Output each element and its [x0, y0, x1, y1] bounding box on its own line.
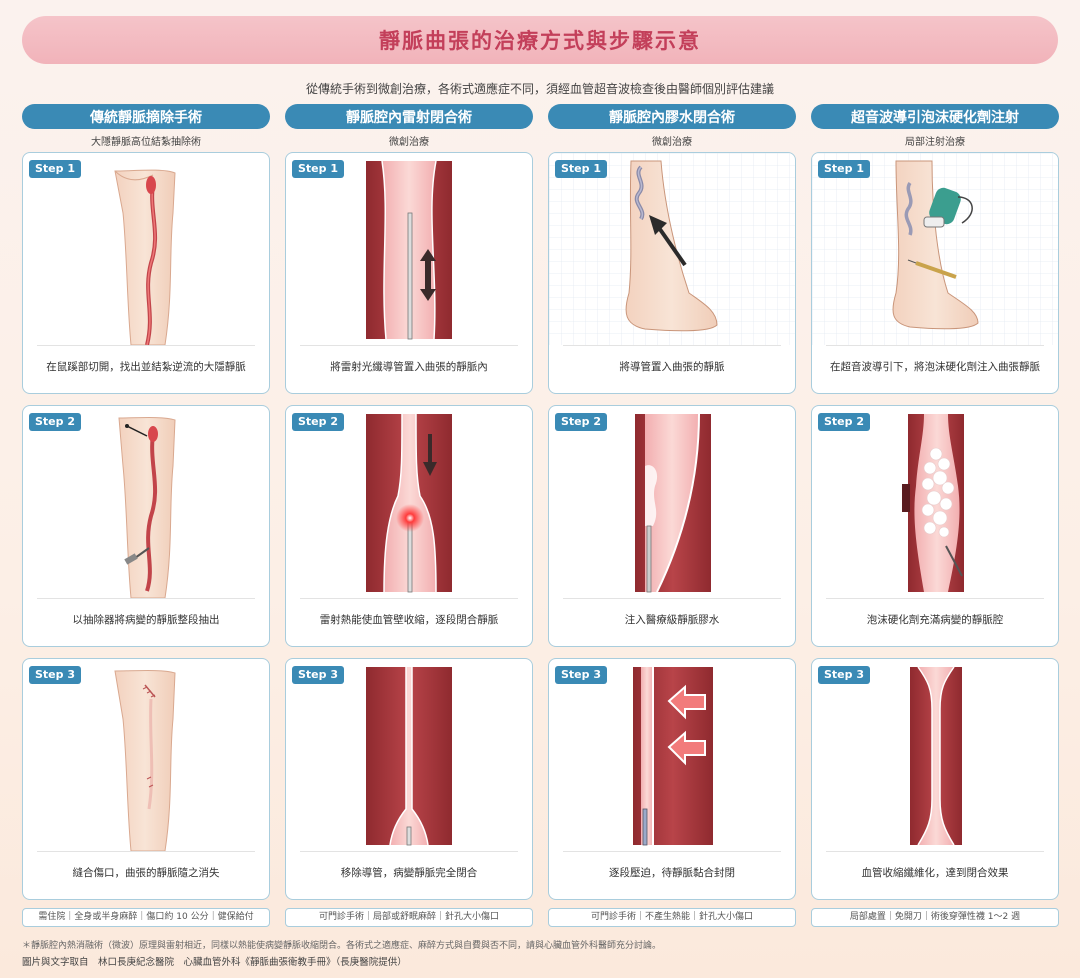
ultrasound-guided-injection-illustration	[812, 153, 1058, 345]
step-badge: Step 1	[29, 160, 81, 178]
step-badge: Step 3	[555, 666, 607, 684]
column-laser-closure: 靜脈腔內雷射閉合術 微創治療	[285, 104, 533, 148]
step-card: Step 1 在超音波導引下，將泡沫硬化劑注入曲張靜脈	[811, 152, 1059, 394]
step-badge: Step 3	[29, 666, 81, 684]
column-glue-closure: 靜脈腔內膠水閉合術 微創治療	[548, 104, 796, 148]
column-heading: 靜脈腔內膠水閉合術	[548, 104, 796, 129]
source-credit: 圖片與文字取自 林口長庚紀念醫院 心臟血管外科《靜脈曲張衛教手冊》（長庚醫院提供…	[22, 957, 407, 968]
column-footer-tag: 可門診手術｜不產生熱能｜針孔大小傷口	[548, 908, 796, 927]
catheter-insert-illustration	[549, 153, 795, 345]
step-card: Step 3 逐段壓迫，待靜脈黏合封閉	[548, 658, 796, 900]
step-card: Step 2 雷射熱能使血管壁收縮，逐段閉合靜脈	[285, 405, 533, 647]
column-subheading: 微創治療	[389, 137, 429, 148]
step-caption: 移除導管，病變靜脈完全閉合	[340, 867, 478, 879]
column-subheading: 微創治療	[652, 137, 692, 148]
step-badge: Step 1	[292, 160, 344, 178]
glue-injection-illustration	[635, 413, 711, 593]
closed-vein-illustration	[366, 667, 452, 846]
step-caption: 血管收縮纖維化，達到閉合效果	[861, 867, 1009, 879]
laser-fiber-insert-illustration	[366, 160, 452, 340]
title-banner: 靜脈曲張的治療方式與步驟示意	[22, 16, 1058, 64]
column-footer-tag: 局部處置｜免開刀｜術後穿彈性襪 1～2 週	[811, 908, 1059, 927]
column-heading: 超音波導引泡沫硬化劑注射	[811, 104, 1059, 129]
column-traditional-surgery: 傳統靜脈摘除手術 大隱靜脈高位結紮抽除術	[22, 104, 270, 148]
column-subheading: 大隱靜脈高位結紮抽除術	[91, 137, 201, 148]
step-card: Step 2 以抽除器將病變的靜脈整段抽出	[22, 405, 270, 647]
leg-incision-illustration	[114, 169, 176, 345]
foam-fill-illustration	[902, 414, 964, 592]
step-caption: 將雷射光纖導管置入曲張的靜脈內	[330, 361, 488, 373]
step-badge: Step 3	[292, 666, 344, 684]
step-caption: 注入醫療級靜脈膠水	[624, 614, 720, 626]
step-caption: 將導管置入曲張的靜脈	[619, 361, 725, 373]
step-caption: 在鼠蹊部切開，找出並結紮逆流的大隱靜脈	[46, 361, 246, 373]
step-card: Step 1 在鼠蹊部切開，找出並結紮逆流的大隱靜脈	[22, 152, 270, 394]
step-card: Step 2 注入醫療級靜脈膠水	[548, 405, 796, 647]
sutured-leg-illustration	[114, 670, 176, 851]
column-subheading: 局部注射治療	[905, 137, 965, 148]
step-caption: 逐段壓迫，待靜脈黏合封閉	[609, 867, 735, 879]
step-caption: 在超音波導引下，將泡沫硬化劑注入曲張靜脈	[830, 361, 1040, 373]
step-badge: Step 1	[555, 160, 607, 178]
vein-stripping-illustration	[118, 417, 176, 598]
step-card: Step 3 縫合傷口，曲張的靜脈隨之消失	[22, 658, 270, 900]
step-caption: 泡沫硬化劑充滿病變的靜脈腔	[866, 614, 1004, 626]
compression-seal-illustration	[633, 667, 713, 846]
footnote: ＊靜脈腔內熱消融術（微波）原理與雷射相近，同樣以熱能使病變靜脈收縮閉合。各術式之…	[22, 941, 662, 951]
step-badge: Step 2	[292, 413, 344, 431]
step-card: Step 1 將雷射光纖導管置入曲張的靜脈內	[285, 152, 533, 394]
fibrosed-vein-illustration	[910, 666, 962, 846]
step-caption: 以抽除器將病變的靜脈整段抽出	[72, 614, 220, 626]
step-badge: Step 2	[29, 413, 81, 431]
step-badge: Step 3	[818, 666, 870, 684]
step-card: Step 1 將導管置入曲張的靜脈	[548, 152, 796, 394]
step-badge: Step 1	[818, 160, 870, 178]
step-badge: Step 2	[818, 413, 870, 431]
step-caption: 縫合傷口，曲張的靜脈隨之消失	[72, 867, 220, 879]
column-footer-tag: 需住院｜全身或半身麻醉｜傷口約 10 公分｜健保給付	[22, 908, 270, 927]
column-foam-sclerotherapy: 超音波導引泡沫硬化劑注射 局部注射治療	[811, 104, 1059, 148]
page-subtitle: 從傳統手術到微創治療，各術式適應症不同，須經血管超音波檢查後由醫師個別評估建議	[305, 82, 774, 96]
laser-heat-closure-illustration	[366, 413, 452, 593]
step-card: Step 3 移除導管，病變靜脈完全閉合	[285, 658, 533, 900]
page-title: 靜脈曲張的治療方式與步驟示意	[379, 29, 701, 53]
step-caption: 雷射熱能使血管壁收縮，逐段閉合靜脈	[319, 614, 499, 626]
step-badge: Step 2	[555, 413, 607, 431]
step-card: Step 2 泡沫硬化劑充滿病變的靜脈腔	[811, 405, 1059, 647]
step-card: Step 3 血管收縮纖維化，達到閉合效果	[811, 658, 1059, 900]
column-heading: 靜脈腔內雷射閉合術	[285, 104, 533, 129]
column-footer-tag: 可門診手術｜局部或舒眠麻醉｜針孔大小傷口	[285, 908, 533, 927]
column-heading: 傳統靜脈摘除手術	[22, 104, 270, 129]
